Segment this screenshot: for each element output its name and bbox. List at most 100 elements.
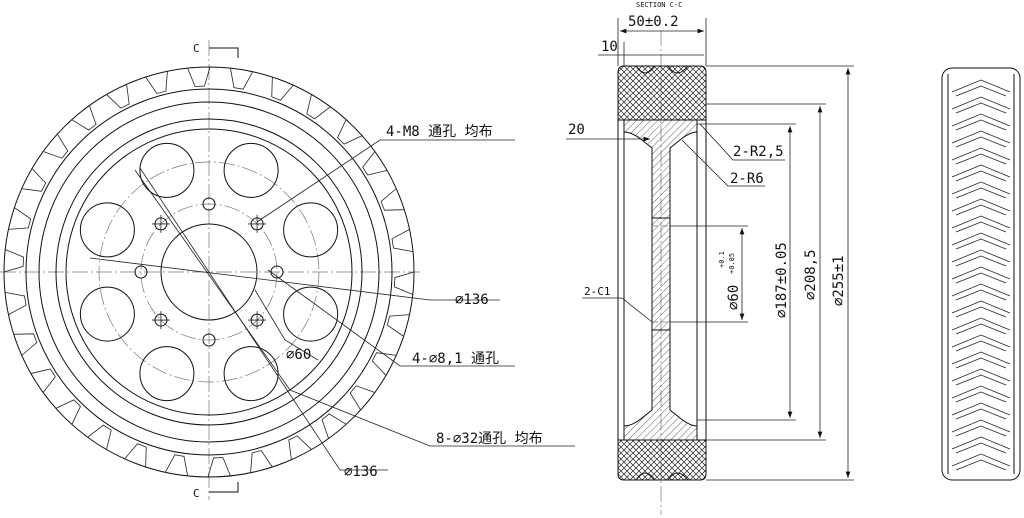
leader-lightening-holes <box>134 169 575 447</box>
tread-lug <box>3 249 25 273</box>
lightening-holes <box>79 142 339 402</box>
tread-lug <box>321 413 347 439</box>
tread-chevron <box>951 79 1011 93</box>
leader-chamfer <box>582 297 653 323</box>
tread-chevron <box>951 368 1011 382</box>
tread-groove-bottom <box>635 472 689 481</box>
tread-lug <box>250 450 273 473</box>
tread-groove-top <box>635 65 689 74</box>
tread-side-view <box>941 67 1021 481</box>
bore-circle <box>160 223 258 321</box>
tread-lug <box>207 457 231 478</box>
tread-chevron <box>951 130 1011 144</box>
tread-lug <box>55 399 81 425</box>
lightening-hole <box>223 142 279 198</box>
leader-thread-holes <box>256 139 515 223</box>
through-hole-8-1 <box>202 333 216 347</box>
tread-chevron <box>951 164 1011 178</box>
pitch-circle-small <box>140 203 278 341</box>
lightening-hole <box>139 142 195 198</box>
leader-bore <box>254 289 319 361</box>
tread-outline <box>941 67 1021 481</box>
tread-lug <box>288 435 312 460</box>
tyre-section-bottom <box>617 439 707 481</box>
tread-chevron <box>951 198 1011 212</box>
tread-chevron <box>951 453 1011 467</box>
tread-lug <box>4 291 27 315</box>
tread-chevron-inner <box>955 391 1007 403</box>
tread-lug <box>71 105 97 131</box>
tread-chevron <box>951 283 1011 297</box>
tread-chevron <box>951 334 1011 348</box>
section-mark-bottom-line <box>209 482 239 493</box>
tread-chevron-inner <box>955 153 1007 165</box>
tyre-base-circle <box>38 101 380 443</box>
tread-lug <box>306 94 331 120</box>
section-mark-top: C <box>193 42 200 55</box>
lightening-hole <box>79 286 135 342</box>
hub-section-hatch <box>623 119 698 441</box>
tread-chevron-inner <box>955 187 1007 199</box>
tread-lug <box>8 207 32 230</box>
tread-chevron <box>951 215 1011 229</box>
tread-chevron <box>951 232 1011 246</box>
tread-chevron-inner <box>955 289 1007 301</box>
dim-outer: ⌀255±1 <box>831 255 847 306</box>
tread-chevron-inner <box>955 221 1007 233</box>
tread-chevron-inner <box>955 272 1007 284</box>
dim-width: 50±0.2 <box>628 14 679 30</box>
callout-lightening-holes: 8-⌀32通孔 均布 <box>436 431 543 447</box>
section-mark-top-line <box>209 47 239 58</box>
leader-radius-large <box>699 123 785 161</box>
tread-chevron <box>951 436 1011 450</box>
tread-lug <box>230 68 254 90</box>
dim-hub: ⌀187±0.05 <box>774 242 790 318</box>
tread-lug <box>21 168 47 192</box>
leader-small-holes <box>267 269 515 367</box>
lightening-hole <box>283 202 339 258</box>
tread-chevron-inner <box>955 323 1007 335</box>
tread-chevron <box>951 113 1011 127</box>
tread-lug <box>106 84 130 109</box>
rim-inner-circle <box>65 128 353 416</box>
callout-bore: ⌀60 <box>286 347 311 363</box>
tread-chevron-inner <box>955 306 1007 318</box>
tread-chevron <box>951 96 1011 110</box>
dim-rim-inner: ⌀208,5 <box>803 249 819 300</box>
lightening-hole <box>79 202 135 258</box>
callout-pcd-outer: ⌀136 <box>455 292 489 308</box>
bore-section <box>651 217 671 331</box>
tread-lug <box>43 133 69 159</box>
tread-chevron <box>951 317 1011 331</box>
lightening-hole <box>283 286 339 342</box>
tread-chevron <box>951 351 1011 365</box>
pitch-circle-large <box>98 161 320 383</box>
leader-pcd-lower <box>139 167 388 471</box>
section-mark-bottom: C <box>193 487 200 500</box>
label-chamfer: 2-C1 <box>584 285 611 298</box>
tread-lug <box>187 66 211 87</box>
tread-lug <box>349 385 375 411</box>
tread-lug <box>362 151 388 176</box>
dim-bore: ⌀60 <box>726 285 742 310</box>
tread-chevron-inner <box>955 204 1007 216</box>
section-title: SECTION C-C <box>636 1 682 9</box>
dim-bore-tol-upper: +0.1 <box>718 251 726 268</box>
leader-radius-small <box>681 139 765 187</box>
tread-lug <box>380 188 405 211</box>
tread-chevron-inner <box>955 374 1007 386</box>
tread-chevron <box>951 147 1011 161</box>
label-radius-small: 2-R6 <box>730 171 764 187</box>
tyre-section-top <box>617 65 707 121</box>
dim-bore-tol-lower: +0.05 <box>728 253 736 274</box>
tread-chevron <box>951 300 1011 314</box>
rim-outer-circle <box>55 118 363 426</box>
through-hole-8-1 <box>134 265 148 279</box>
tread-lug <box>124 443 147 467</box>
tread-chevron-inner <box>955 238 1007 250</box>
tread-chevron <box>951 402 1011 416</box>
tread-lug <box>145 71 168 94</box>
tread-lug <box>164 454 188 476</box>
tread-chevron <box>951 419 1011 433</box>
